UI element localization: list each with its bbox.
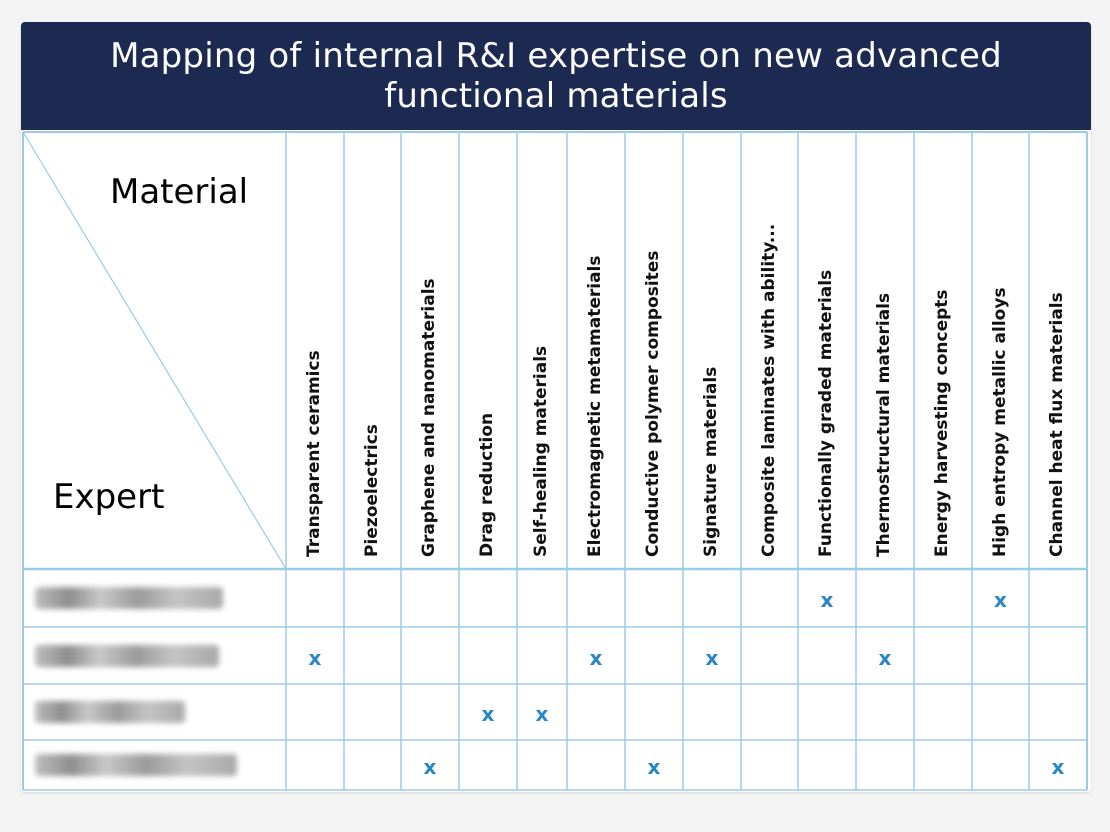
expert-name-redacted xyxy=(35,754,237,776)
material-column-header: Energy harvesting concepts xyxy=(932,289,952,557)
slide: Material Expert Transparent ceramics Piez… xyxy=(21,22,1091,792)
material-column-header: Conductive polymer composites xyxy=(643,250,663,557)
expertise-mark: x xyxy=(994,588,1007,612)
material-column-header: Drag reduction xyxy=(477,412,497,557)
material-column-header: Thermostructural materials xyxy=(874,292,894,557)
material-column-header: Self-healing materials xyxy=(531,345,551,557)
expertise-mark: x xyxy=(1051,755,1065,779)
material-column-header: Piezoelectrics xyxy=(361,424,382,557)
material-column-header: Electromagnetic metamaterials xyxy=(585,255,605,557)
matrix-grid xyxy=(22,131,1088,791)
corner-diagonal-line xyxy=(22,131,287,570)
expertise-mark: x xyxy=(589,645,603,670)
expertise-mark: x xyxy=(423,755,437,779)
material-header-label: Material xyxy=(110,172,249,212)
expertise-mark: x xyxy=(705,645,719,670)
page-title: Mapping of internal R&I expertise on new… xyxy=(110,36,1002,116)
expertise-mark: x xyxy=(308,645,322,670)
expertise-mark: x xyxy=(878,645,892,670)
title-bar: Mapping of internal R&I expertise on new… xyxy=(21,22,1091,130)
expertise-mark: x xyxy=(535,702,549,726)
expertise-mark: x xyxy=(820,588,834,612)
material-column-header: High entropy metallic alloys xyxy=(989,287,1010,557)
material-column-header: Transparent ceramics xyxy=(304,350,324,557)
expert-name-redacted xyxy=(35,644,219,667)
material-column-header: Composite laminates with ability... xyxy=(758,223,779,557)
material-column-header: Graphene and nanomaterials xyxy=(419,278,439,557)
material-column-header: Functionally graded materials xyxy=(816,269,836,557)
expert-name-redacted xyxy=(35,701,185,723)
expert-header-label: Expert xyxy=(53,477,165,517)
expert-name-redacted xyxy=(35,587,223,609)
material-column-header: Channel heat flux materials xyxy=(1047,292,1067,557)
expertise-mark: x xyxy=(647,755,661,779)
expertise-matrix: Material Expert Transparent ceramics Piez… xyxy=(21,22,1091,792)
material-column-header: Signature materials xyxy=(701,366,721,557)
expertise-mark: x xyxy=(481,702,495,726)
